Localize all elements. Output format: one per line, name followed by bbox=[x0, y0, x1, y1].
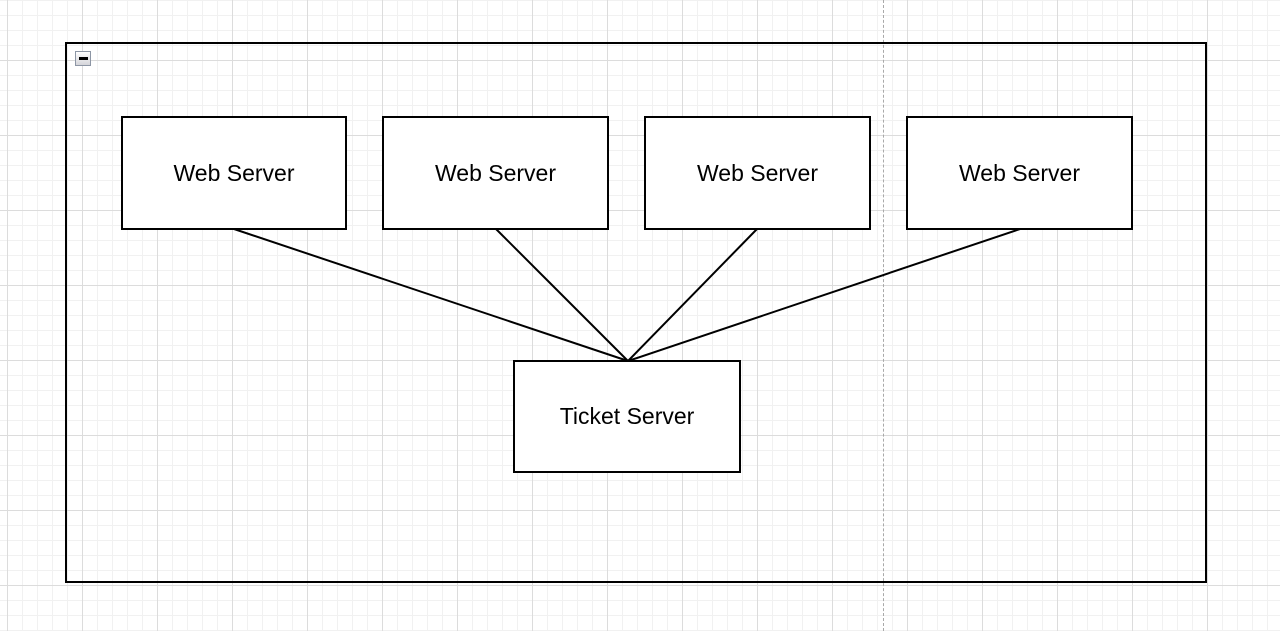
node-web-server-2[interactable]: Web Server bbox=[382, 116, 609, 230]
node-label: Web Server bbox=[173, 159, 295, 186]
node-label: Web Server bbox=[696, 159, 818, 186]
group-collapse-button[interactable] bbox=[75, 51, 91, 66]
group-container[interactable] bbox=[65, 42, 1207, 583]
node-web-server-3[interactable]: Web Server bbox=[644, 116, 871, 230]
node-label: Web Server bbox=[958, 159, 1080, 186]
minus-icon bbox=[78, 57, 88, 60]
node-label: Web Server bbox=[434, 159, 556, 186]
node-web-server-1[interactable]: Web Server bbox=[121, 116, 347, 230]
node-web-server-4[interactable]: Web Server bbox=[906, 116, 1133, 230]
node-label: Ticket Server bbox=[559, 403, 695, 429]
node-ticket-server[interactable]: Ticket Server bbox=[513, 360, 741, 473]
